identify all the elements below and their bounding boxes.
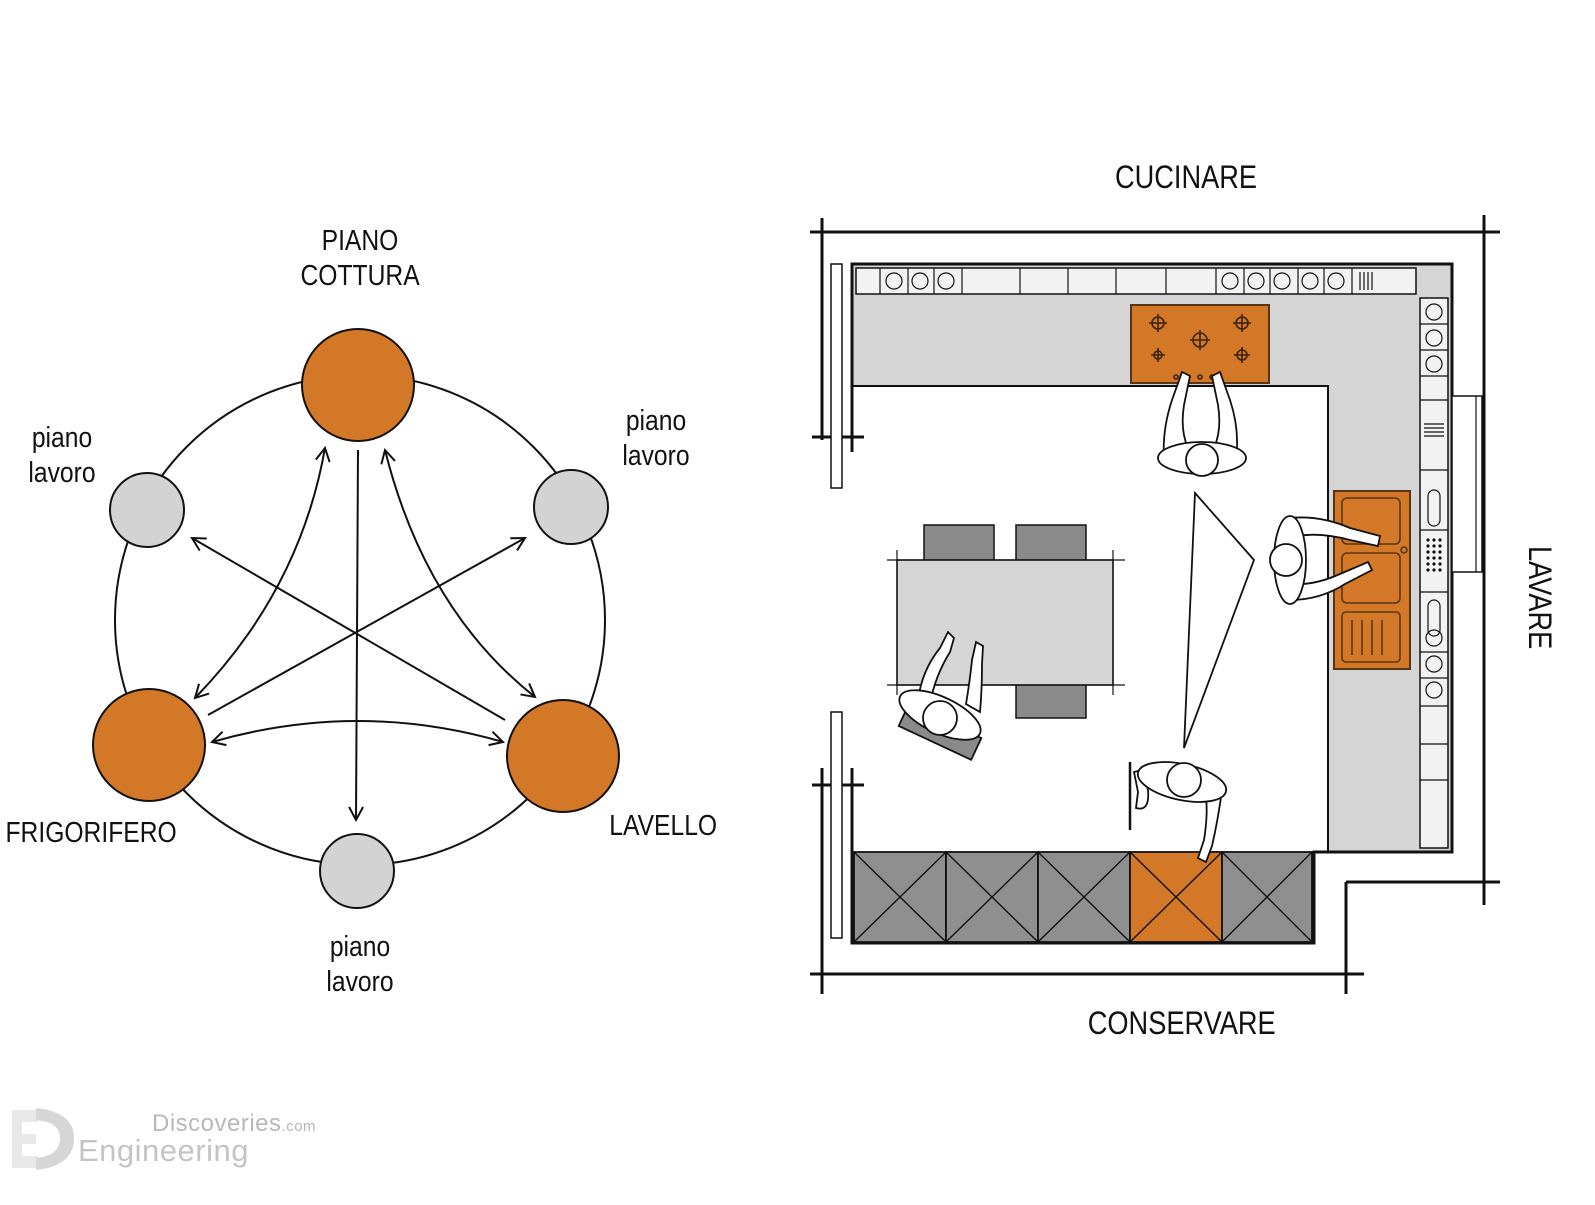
label-frigorifero: FRIGORIFERO — [5, 817, 177, 849]
appliance-knob — [1425, 629, 1443, 647]
label-piano-lavoro-left: piano lavoro — [28, 422, 96, 489]
label-cucinare: CUCINARE — [1114, 159, 1258, 195]
logo-line1: Discoveries — [152, 1110, 282, 1137]
dot-pattern — [1432, 556, 1436, 560]
appliance-knob — [1425, 303, 1443, 321]
wall-units-right — [1419, 297, 1449, 849]
appliance-knob — [1327, 272, 1345, 290]
appliance-knob — [1425, 329, 1443, 347]
dot-pattern — [1426, 538, 1430, 542]
work-triangle-diagram — [92, 328, 620, 909]
arrow-cottura-frigorifero — [195, 448, 325, 698]
person-at-cabinet — [1128, 761, 1228, 864]
node-piano-lavoro-right — [533, 469, 609, 545]
dot-pattern — [1438, 550, 1442, 554]
arrow-lavello-lavoro-left — [192, 538, 506, 721]
cabinet-bracing — [1221, 851, 1313, 943]
dot-pattern — [1426, 568, 1430, 572]
chair-top-right — [1015, 524, 1087, 562]
cabinet-bracing — [945, 851, 1039, 943]
dot-pattern — [1438, 562, 1442, 566]
handle — [1427, 599, 1441, 637]
label-lavare: LAVARE — [1522, 546, 1558, 650]
handle — [1427, 489, 1441, 527]
label-conservare: CONSERVARE — [1087, 1005, 1276, 1041]
kitchen-floor-plan — [810, 215, 1500, 994]
table-guides — [887, 550, 1125, 695]
node-frigorifero — [92, 688, 206, 802]
storage-cabinets — [853, 851, 1313, 943]
appliance-knob — [885, 272, 903, 290]
node-piano-lavoro-bottom — [319, 833, 395, 909]
plan-work-triangle — [1183, 490, 1256, 749]
person-at-table — [897, 630, 984, 761]
dot-pattern — [1438, 538, 1442, 542]
cabinet-bracing — [1129, 851, 1223, 943]
wall-units-top — [855, 267, 1417, 295]
wall-units-right-details — [1420, 303, 1448, 781]
node-piano-cottura — [301, 328, 415, 442]
node-piano-lavoro-left — [109, 472, 185, 548]
node-lavello — [506, 699, 620, 813]
label-piano-lavoro-bottom: piano lavoro — [326, 931, 394, 998]
window-left-top — [830, 263, 843, 489]
appliance-knob — [937, 272, 955, 290]
person-at-sink — [1269, 515, 1382, 605]
dot-pattern — [1426, 556, 1430, 560]
logo-text-engineering: Engineering — [78, 1133, 249, 1168]
dot-pattern — [1426, 562, 1430, 566]
dot-pattern — [1432, 550, 1436, 554]
dot-pattern — [1438, 544, 1442, 548]
appliance-knob — [1221, 272, 1239, 290]
dot-pattern — [1432, 562, 1436, 566]
chair-top-left — [923, 524, 995, 562]
floor-area — [852, 264, 1452, 943]
appliance-knob — [911, 272, 929, 290]
appliance-knob — [1273, 272, 1291, 290]
arrow-cottura-lavello — [385, 450, 535, 697]
appliance-knob — [1425, 355, 1443, 373]
label-lavello: LAVELLO — [609, 810, 718, 842]
dot-pattern — [1432, 538, 1436, 542]
dot-pattern — [1426, 544, 1430, 548]
label-piano-cottura: PIANO COTTURA — [300, 225, 420, 292]
appliance-knob — [1425, 655, 1443, 673]
logo-line1-suffix: .com — [281, 1118, 317, 1135]
dot-pattern — [1432, 544, 1436, 548]
flow-arrows — [192, 448, 535, 820]
dot-pattern — [1426, 550, 1430, 554]
arrow-frigorifero-lavoro-right — [207, 538, 525, 716]
cabinet-bracing — [853, 851, 947, 943]
chair-bottom-right — [1015, 683, 1087, 719]
appliance-knob — [1247, 272, 1265, 290]
arrow-frigorifero-lavello — [212, 720, 503, 742]
label-piano-lavoro-right: piano lavoro — [622, 405, 690, 472]
logo-text-discoveries: Discoveries.com — [152, 1110, 316, 1138]
window-left-bottom — [830, 711, 843, 939]
cabinet-bracing — [1037, 851, 1131, 943]
wall-units-top-details — [879, 268, 1373, 294]
dot-pattern — [1438, 568, 1442, 572]
window-right — [1451, 395, 1483, 573]
wall-inner — [850, 262, 1454, 945]
person-at-hob — [1157, 370, 1247, 477]
dot-pattern — [1432, 568, 1436, 572]
appliance-knob — [1301, 272, 1319, 290]
ed-logo-icon — [12, 1108, 74, 1170]
dot-pattern — [1438, 556, 1442, 560]
appliance-knob — [1425, 681, 1443, 699]
